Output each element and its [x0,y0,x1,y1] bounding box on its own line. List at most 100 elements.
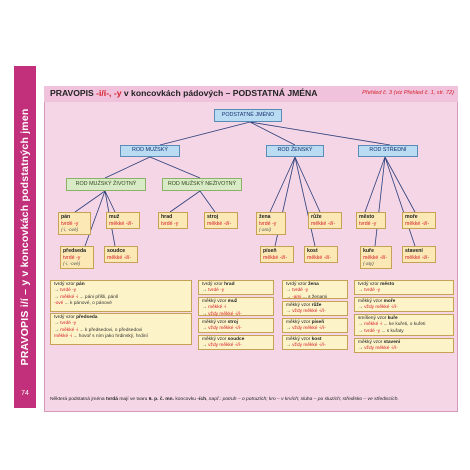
example-line: → měkké -i ... páni přišli, páníl [54,294,119,300]
example-head: měkký vzor píseň [286,320,325,325]
example-box: tvrdý vzor žena → tvrdé -y → -ami ... s … [282,280,348,300]
word-note: (-i, -ové) [61,227,79,232]
example-box: měkký vzor soudce → vždy měkké -i/í- [198,335,274,350]
title-highlight: -i/í-, -y [96,88,122,98]
word: píseň [263,248,277,254]
example-head: měkký vzor stavení [358,340,401,345]
word-rule: měkké -i/í- [109,220,134,227]
example-line: → vždy měkké -i/í- [286,343,326,349]
word: růže [311,214,322,220]
example-box: měkký vzor píseň → vždy měkké -i/í- [282,318,348,333]
example-line: → vždy měkké -i/í- [286,309,326,315]
word: město [359,214,375,220]
example-line: → vždy měkké -i/í- [202,343,242,349]
example-line: → tvrdé -y [202,288,225,294]
example-head: tvrdý vzor hrad [202,282,235,287]
example-head: měkký vzor soudce [202,337,245,342]
example-line: → vždy měkké -i/í- [202,326,242,332]
example-head: měkký vzor růže [286,303,322,308]
page-number: 74 [21,390,29,397]
word-note: (-ami) [259,227,271,232]
word-rule: měkké -i/í- [263,254,288,261]
gender-node-neuter: ROD STŘEDNÍ [358,145,418,157]
word: pán [61,214,71,220]
example-head: tvrdý vzor pán [54,282,85,287]
word-rule: měkké -i/í- [363,254,388,261]
example-line: → měkké -i ... k předsedovi, o předsedov… [54,327,143,333]
example-box: tvrdý vzor hrad → tvrdé -y [198,280,274,295]
page-title: PRAVOPIS -i/í-, -y v koncovkách pádových… [50,88,317,98]
example-box: měkký vzor kost → vždy měkké -i/í- [282,335,348,350]
example-line: → tvrdé -y [54,288,77,294]
root-node: PODSTATNÉ JMÉNO [214,109,282,122]
reference-note: Přehled č. 3 (viz Přehled č. 1, str. 72) [362,90,454,96]
word: soudce [107,248,126,254]
title-part: v koncovkách pádových – PODSTATNÁ JMÉNA [121,88,318,98]
word: žena [259,214,271,220]
word: moře [405,214,418,220]
word-rule: tvrdé -y [61,220,79,227]
animate-node: ROD MUŽSKÝ ŽIVOTNÝ [66,178,146,191]
footnote: Některá podstatná jména tvrdá mají ve tv… [50,397,399,402]
example-box: měkký vzor růže → vždy měkké -i/í- [282,301,348,316]
word: kost [307,248,318,254]
example-line: → vždy měkké -i/í- [358,346,398,352]
example-line: → tvrdé -y [54,321,77,327]
word: kuře [363,248,374,254]
word-rule: tvrdé -y [161,220,179,227]
word-note: (-aty) [363,261,374,266]
word-rule: měkké -i/í- [405,220,430,227]
example-box: měkký vzor moře → vždy měkké -i/í- [354,297,454,312]
panel-header [44,86,458,102]
example-line: → vždy měkké -i/í- [358,305,398,311]
example-line: → vždy měkké -i/í- [286,326,326,332]
word-rule: měkké -i/í- [207,220,232,227]
word: muž [109,214,120,220]
word: hrad [161,214,173,220]
example-head: měkký vzor muž [202,299,238,304]
word-rule: tvrdé -y [63,254,81,261]
word-rule: tvrdé -y [259,220,277,227]
word-note: (-i, -ové) [63,261,81,266]
example-head: smíšený vzor kuře [358,316,398,321]
example-line: měkké -i ... hovoř s ním jako hrdinský, … [54,334,148,340]
example-box: tvrdý vzor předseda → tvrdé -y → měkké -… [50,313,192,345]
example-head: měkký vzor stroj [202,320,238,325]
example-line: → měkké -i [202,305,227,311]
example-line: → vždy měkké -i/í- [202,311,242,317]
gender-node-feminine: ROD ŽENSKÝ [266,145,324,157]
word-rule: měkké -i/í- [107,254,132,261]
example-line: -ové ... k pánové, o pánové [54,301,112,307]
example-head: tvrdý vzor žena [286,282,319,287]
example-line: → tvrdé -y [286,288,309,294]
word: předseda [63,248,87,254]
word-rule: tvrdé -y [359,220,377,227]
example-box: měkký vzor stavení → vždy měkké -i/í- [354,338,454,353]
example-box: tvrdý vzor pán → tvrdé -y → měkké -i ...… [50,280,192,312]
example-head: tvrdý vzor město [358,282,395,287]
example-line: → -ami ... s ženami [286,294,328,300]
example-box: měkký vzor muž → měkké -i → vždy měkké -… [198,297,274,317]
example-box: smíšený vzor kuře → měkké -i ... ke kuře… [354,314,454,336]
example-head: tvrdý vzor předseda [54,315,98,320]
word-rule: měkké -i/í- [405,254,430,261]
example-box: měkký vzor stroj → vždy měkké -i/í- [198,318,274,333]
gender-node-masculine: ROD MUŽSKÝ [120,145,180,157]
word: stroj [207,214,219,220]
word: stavení [405,248,423,254]
sidebar-band: PRAVOPIS i/í – y v koncovkách podstatnýc… [14,66,36,408]
example-line: → tvrdé -y ... s kuřaty [358,328,404,334]
